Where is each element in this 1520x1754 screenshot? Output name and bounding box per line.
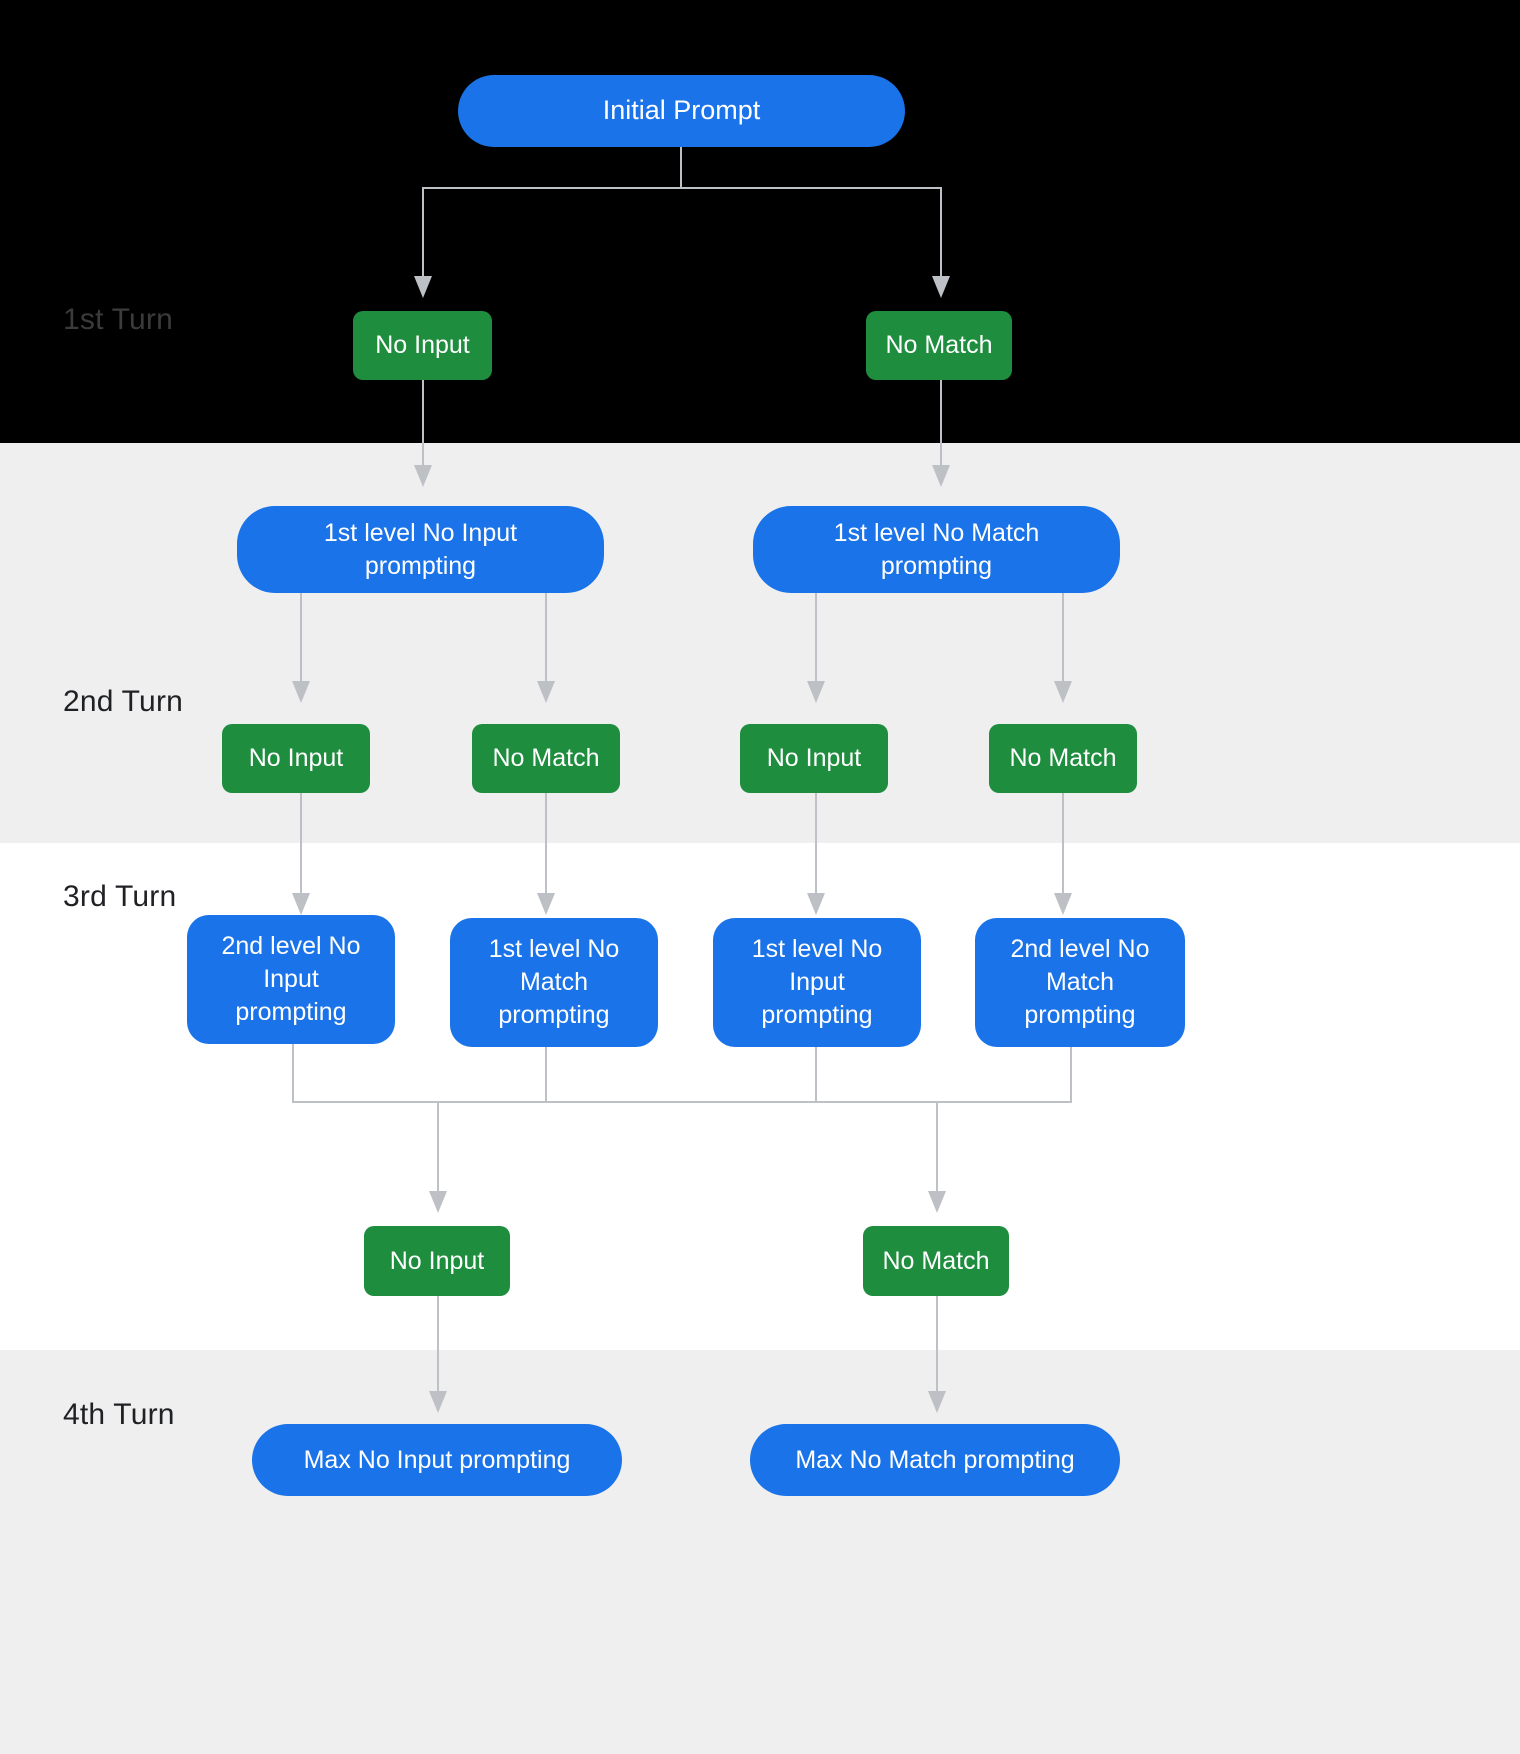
turn-band-1 xyxy=(0,0,1520,443)
turn-label-1st: 1st Turn xyxy=(63,303,173,336)
connector-t3-merge-bus xyxy=(292,1101,1072,1103)
node-t3-prompt-2-line1: 1st level No xyxy=(488,935,620,963)
arrowhead-initial-to-t1-noinput xyxy=(414,276,432,298)
node-t3-no-match[interactable]: No Match xyxy=(863,1226,1009,1296)
node-t3-prompt-1st-no-match[interactable]: 1st level No Match prompting xyxy=(450,918,658,1047)
connector-t2-nomatch-a-to-t3 xyxy=(545,793,547,893)
node-t3-prompt-2-line3: prompting xyxy=(498,1001,610,1029)
connector-t1-noinput-to-t2prompt xyxy=(422,380,424,465)
turn-band-4 xyxy=(0,1350,1520,1754)
connector-t2prompt-nomatch-right xyxy=(1062,593,1064,681)
connector-t3p1-down xyxy=(292,1044,294,1101)
connector-t2prompt-noinput-left xyxy=(300,593,302,681)
connector-t1-nomatch-to-t2prompt xyxy=(940,380,942,465)
node-t3-prompt-4-line1: 2nd level No xyxy=(1010,935,1150,963)
turn-label-4th: 4th Turn xyxy=(63,1398,175,1431)
connector-t3-noinput-to-max xyxy=(437,1296,439,1391)
connector-initial-stem xyxy=(680,147,682,188)
node-max-no-match-prompting[interactable]: Max No Match prompting xyxy=(750,1424,1120,1496)
node-t2-no-input-a-label: No Input xyxy=(248,744,344,772)
connector-t2-nomatch-b-to-t3 xyxy=(1062,793,1064,893)
connector-t3p3-down xyxy=(815,1044,817,1101)
arrowhead-max-no-input xyxy=(429,1391,447,1413)
node-max-no-input-label: Max No Input prompting xyxy=(303,1445,571,1474)
node-t2-no-input-a[interactable]: No Input xyxy=(222,724,370,793)
node-t2-no-input-b[interactable]: No Input xyxy=(740,724,888,793)
node-t1-no-match[interactable]: No Match xyxy=(866,311,1012,380)
node-t3-no-input[interactable]: No Input xyxy=(364,1226,510,1296)
node-t1-no-input-label: No Input xyxy=(375,331,470,359)
node-t3-prompt-2-line2: Match xyxy=(519,968,589,996)
arrowhead-initial-to-t1-nomatch xyxy=(932,276,950,298)
node-t2-no-match-b-label: No Match xyxy=(1009,744,1117,772)
node-t2-prompt-no-input-line1: 1st level No Input xyxy=(323,518,518,547)
node-t2-prompt-no-input-line2: prompting xyxy=(364,551,477,580)
turn-label-2nd: 2nd Turn xyxy=(63,685,184,718)
arrowhead-t2-nomatch-a xyxy=(537,681,555,703)
arrowhead-t1-noinput-to-t2prompt xyxy=(414,465,432,487)
node-t3-prompt-4-line2: Match xyxy=(1045,968,1115,996)
node-max-no-match-label: Max No Match prompting xyxy=(795,1445,1075,1474)
node-max-no-input-prompting[interactable]: Max No Input prompting xyxy=(252,1424,622,1496)
node-t2-prompt-no-match-line1: 1st level No Match xyxy=(833,518,1040,547)
connector-t3p4-down xyxy=(1070,1044,1072,1101)
node-initial-prompt[interactable]: Initial Prompt xyxy=(458,75,905,147)
arrowhead-t1-nomatch-to-t2prompt xyxy=(932,465,950,487)
connector-t2prompt-noinput-right xyxy=(545,593,547,681)
node-t2-no-input-b-label: No Input xyxy=(766,744,862,772)
node-t1-no-input[interactable]: No Input xyxy=(353,311,492,380)
node-t3-prompt-2nd-no-match[interactable]: 2nd level No Match prompting xyxy=(975,918,1185,1047)
node-t3-prompt-4-line3: prompting xyxy=(1024,1001,1136,1029)
node-t3-prompt-3-line2: Input xyxy=(789,968,845,996)
node-t3-no-input-label: No Input xyxy=(389,1246,485,1275)
connector-initial-to-t1-noinput xyxy=(422,187,424,276)
connector-t3p2-down xyxy=(545,1044,547,1101)
arrowhead-t3-prompt-2 xyxy=(537,893,555,915)
arrowhead-t2-nomatch-b xyxy=(1054,681,1072,703)
connector-merge-to-t3-nomatch xyxy=(936,1101,938,1191)
arrowhead-t2-noinput-a xyxy=(292,681,310,703)
arrowhead-t3-prompt-3 xyxy=(807,893,825,915)
connector-t2-noinput-a-to-t3 xyxy=(300,793,302,893)
node-t2-prompt-no-match-line2: prompting xyxy=(880,551,993,580)
node-t2-no-match-a[interactable]: No Match xyxy=(472,724,620,793)
turn-label-3rd: 3rd Turn xyxy=(63,880,177,913)
node-t3-prompt-1-line3: prompting xyxy=(235,998,347,1026)
arrowhead-t3-noinput xyxy=(429,1191,447,1213)
arrowhead-t3-nomatch xyxy=(928,1191,946,1213)
node-t3-prompt-2nd-no-input[interactable]: 2nd level No Input prompting xyxy=(187,915,395,1044)
node-t3-prompt-3-line1: 1st level No xyxy=(751,935,883,963)
connector-initial-to-t1-nomatch xyxy=(940,187,942,276)
connector-merge-to-t3-noinput xyxy=(437,1101,439,1191)
arrowhead-t3-prompt-1 xyxy=(292,893,310,915)
node-initial-prompt-label: Initial Prompt xyxy=(602,95,761,126)
node-t2-prompt-no-match[interactable]: 1st level No Match prompting xyxy=(753,506,1120,593)
connector-t2-noinput-b-to-t3 xyxy=(815,793,817,893)
connector-initial-bus xyxy=(422,187,942,189)
connector-t3-nomatch-to-max xyxy=(936,1296,938,1391)
node-t2-no-match-a-label: No Match xyxy=(492,744,600,772)
arrowhead-max-no-match xyxy=(928,1391,946,1413)
node-t2-prompt-no-input[interactable]: 1st level No Input prompting xyxy=(237,506,604,593)
node-t3-prompt-1-line1: 2nd level No xyxy=(221,932,361,960)
node-t3-prompt-1st-no-input[interactable]: 1st level No Input prompting xyxy=(713,918,921,1047)
node-t3-prompt-1-line2: Input xyxy=(263,965,319,993)
node-t3-prompt-3-line3: prompting xyxy=(761,1001,873,1029)
node-t1-no-match-label: No Match xyxy=(885,331,993,359)
arrowhead-t3-prompt-4 xyxy=(1054,893,1072,915)
node-t3-no-match-label: No Match xyxy=(882,1246,990,1275)
node-t2-no-match-b[interactable]: No Match xyxy=(989,724,1137,793)
connector-t2prompt-nomatch-left xyxy=(815,593,817,681)
arrowhead-t2-noinput-b xyxy=(807,681,825,703)
